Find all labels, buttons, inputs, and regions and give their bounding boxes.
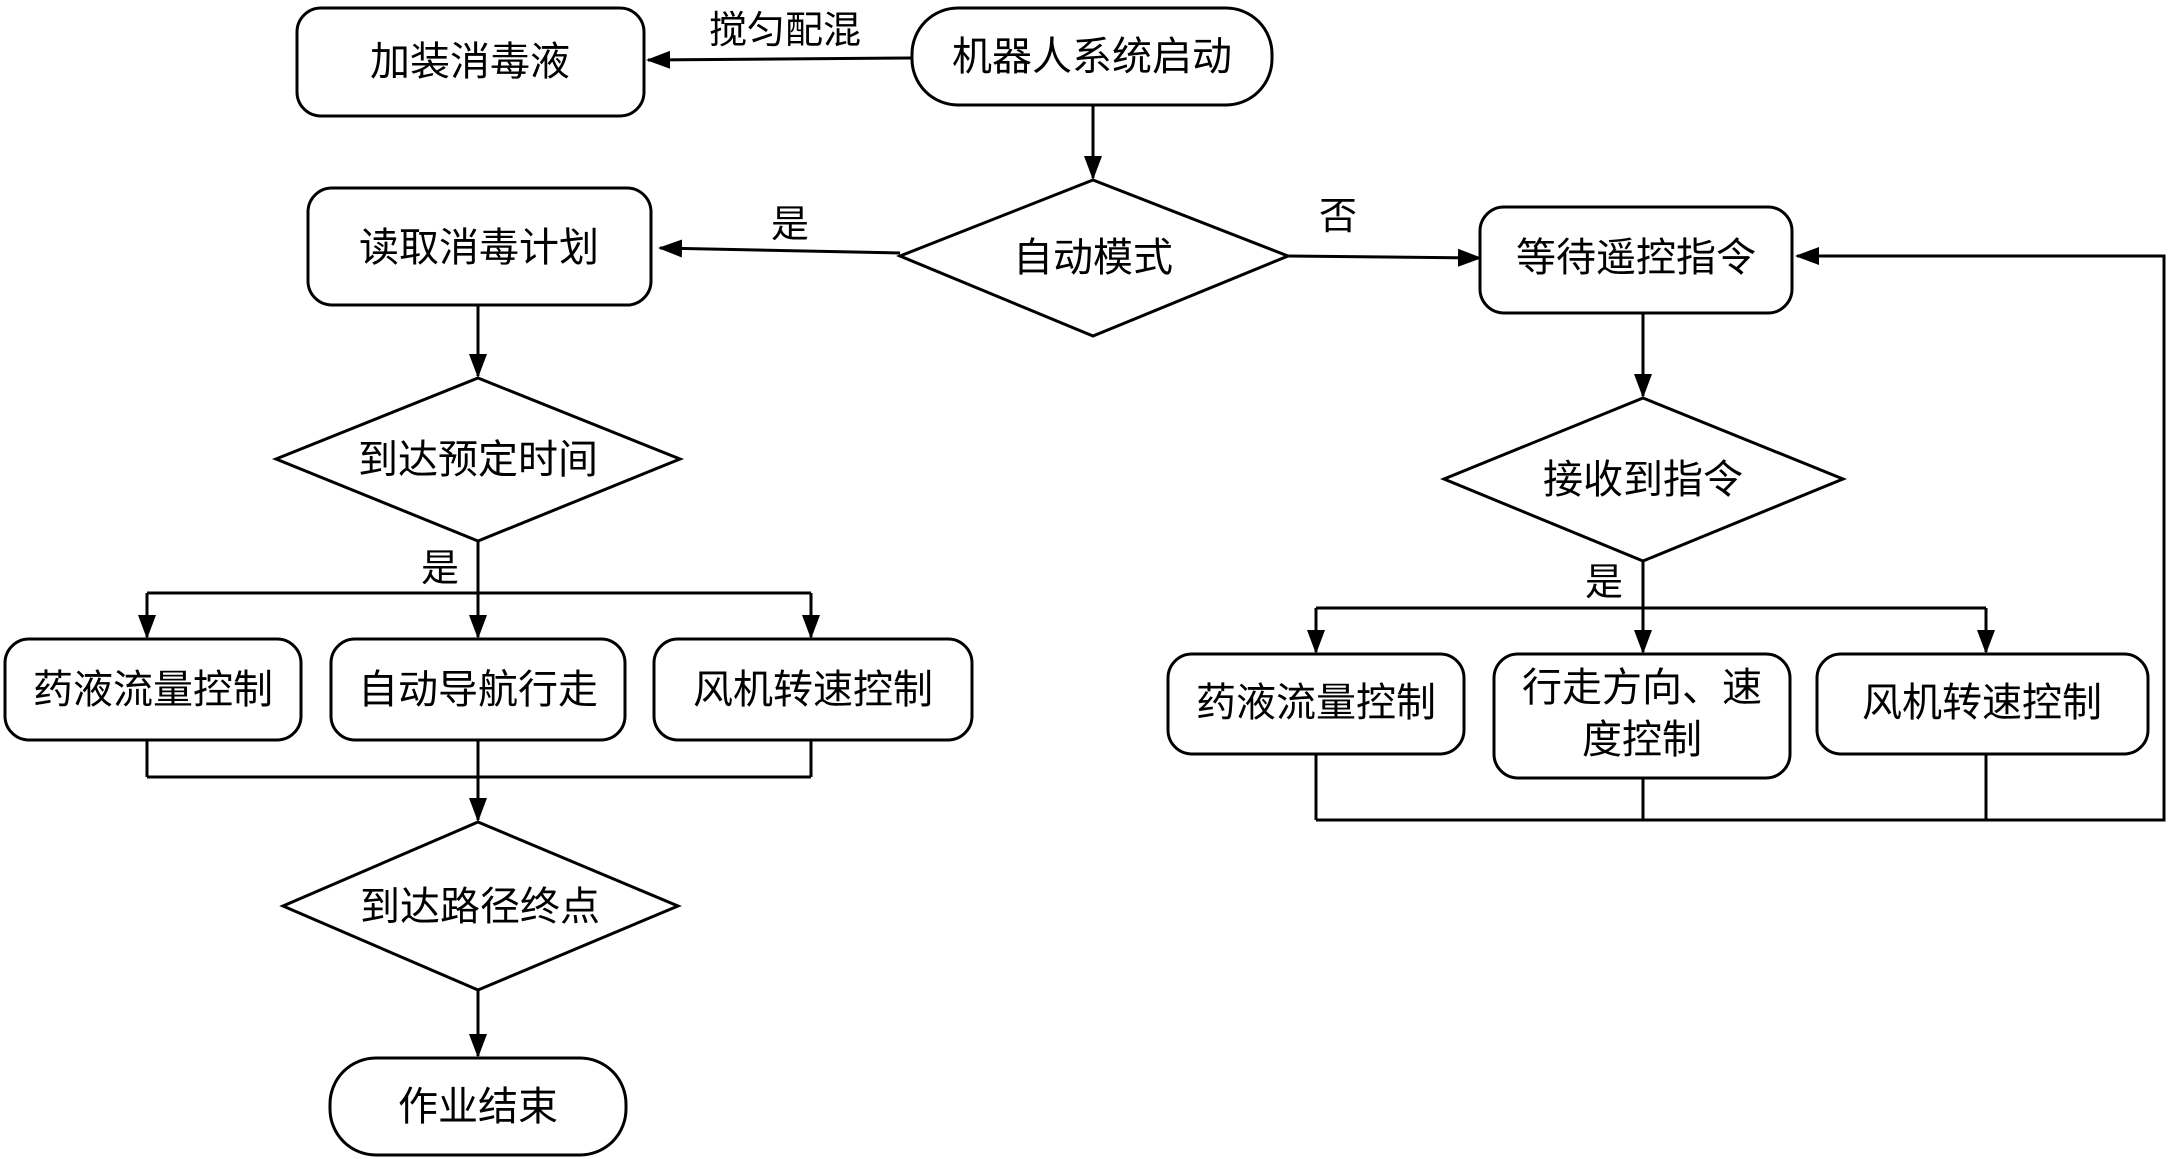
node-auto-flow-control-label: 药液流量控制 (33, 667, 273, 713)
node-start: 机器人系统启动 (910, 6, 1274, 107)
node-read-plan: 读取消毒计划 (306, 186, 653, 307)
edge-label-auto-yes: 是 (771, 202, 809, 246)
node-finish: 作业结束 (328, 1056, 628, 1157)
node-reach-time: 到达预定时间 (271, 376, 685, 543)
edge-label-mix: 搅匀配混 (709, 8, 861, 52)
node-reach-end: 到达路径终点 (279, 820, 682, 992)
node-auto-mode-label: 自动模式 (1013, 235, 1173, 281)
edge-label-auto-no: 否 (1319, 194, 1357, 238)
node-auto-navigation-label: 自动导航行走 (358, 667, 598, 713)
edge-auto-no (1287, 248, 1482, 267)
node-remote-flow-control: 药液流量控制 (1166, 652, 1466, 756)
node-add-disinfectant: 加装消毒液 (295, 6, 646, 118)
node-auto-fan-control: 风机转速控制 (652, 637, 974, 742)
node-read-plan-label: 读取消毒计划 (359, 225, 599, 271)
node-remote-direction-control: 行走方向、速 度控制 (1492, 652, 1792, 780)
node-auto-mode: 自动模式 (895, 178, 1293, 338)
edge-label-cmd-yes: 是 (1585, 560, 1623, 604)
node-wait-remote-label: 等待遥控指令 (1516, 235, 1756, 281)
node-auto-navigation: 自动导航行走 (329, 637, 627, 742)
node-remote-flow-control-label: 药液流量控制 (1196, 680, 1436, 726)
edge-labels: 搅匀配混 是 否 是 是 (421, 8, 1623, 604)
node-remote-fan-control: 风机转速控制 (1815, 652, 2150, 756)
node-remote-direction-label-line1: 行走方向、速 (1522, 665, 1762, 711)
connectors (138, 50, 2166, 1058)
node-finish-label: 作业结束 (398, 1084, 558, 1130)
node-reach-end-label: 到达路径终点 (360, 884, 600, 930)
edge-start-to-add (646, 50, 913, 69)
node-auto-flow-control: 药液流量控制 (3, 637, 303, 742)
loop-back-to-wait (1316, 247, 2166, 822)
node-receive-cmd-label: 接收到指令 (1543, 457, 1743, 503)
node-reach-time-label: 到达预定时间 (358, 437, 598, 483)
node-add-disinfectant-label: 加装消毒液 (370, 39, 570, 85)
node-remote-direction-label-line2: 度控制 (1582, 717, 1702, 763)
node-wait-remote: 等待遥控指令 (1478, 205, 1794, 315)
node-start-label: 机器人系统启动 (952, 34, 1232, 80)
node-remote-fan-control-label: 风机转速控制 (1862, 680, 2102, 726)
edge-label-time-yes: 是 (421, 546, 459, 590)
node-receive-cmd: 接收到指令 (1440, 396, 1847, 563)
edge-auto-yes (658, 239, 901, 258)
node-auto-fan-control-label: 风机转速控制 (693, 667, 933, 713)
